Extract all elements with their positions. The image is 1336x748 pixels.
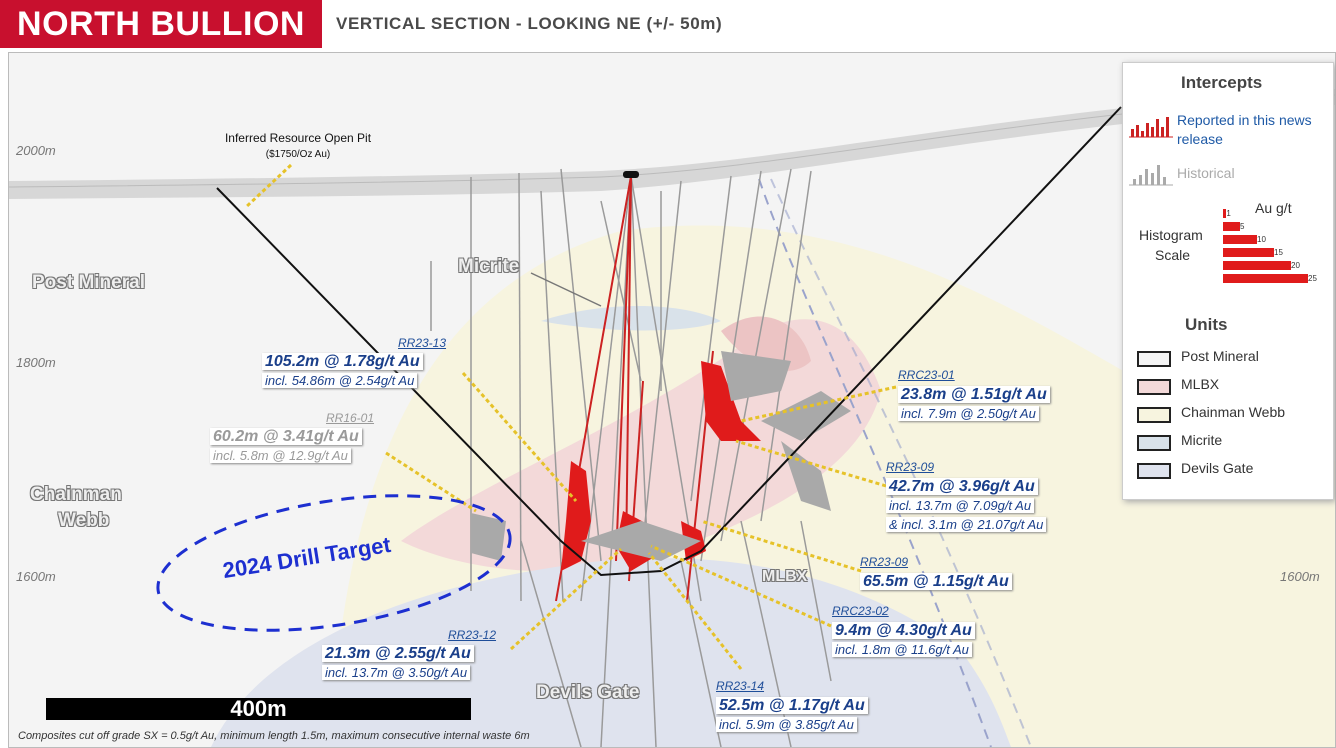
unit-label-micrite: Micrite <box>458 256 520 277</box>
legend-histogram-label: Histogram <box>1139 227 1203 243</box>
intercept-callout: RR23-09 65.5m @ 1.15g/t Au <box>860 552 1012 591</box>
intercept-hole-id: RRC23-01 <box>898 368 955 382</box>
intercept-callout: RRC23-01 23.8m @ 1.51g/t Au incl. 7.9m @… <box>898 365 1050 423</box>
intercept-callout: RR23-09 42.7m @ 3.96g/t Au incl. 13.7m @… <box>886 457 1047 534</box>
intercept-callout-historical: 60.2m @ 3.41g/t Au incl. 5.8m @ 12.9g/t … <box>210 427 362 465</box>
histogram-scale-value: 1 <box>1226 209 1231 218</box>
intercept-callout: 105.2m @ 1.78g/t Au incl. 54.86m @ 2.54g… <box>262 352 423 390</box>
histogram-scale-row: 15 <box>1223 248 1283 258</box>
historical-histogram-icon <box>1129 165 1173 186</box>
intercept-sub: incl. 1.8m @ 11.6g/t Au <box>832 642 972 657</box>
histogram-scale-bar <box>1223 274 1308 283</box>
legend-unit-swatch <box>1137 379 1171 395</box>
elevation-label-1600: 1600m <box>16 569 56 584</box>
intercept-sub: incl. 54.86m @ 2.54g/t Au <box>262 373 418 388</box>
scale-bar: 400m <box>46 698 471 720</box>
intercept-sub-2: & incl. 3.1m @ 21.07g/t Au <box>886 517 1047 532</box>
intercept-hole-id: RR23-09 <box>886 460 935 474</box>
histogram-scale-bar <box>1223 235 1257 244</box>
intercept-callout: RR23-12 <box>448 625 496 645</box>
legend-unit-label: Micrite <box>1181 432 1223 448</box>
intercept-hole-id: RR23-14 <box>716 679 765 693</box>
histogram-scale-value: 20 <box>1291 261 1300 270</box>
intercept-main: 105.2m @ 1.78g/t Au <box>262 353 423 370</box>
pit-note: Inferred Resource Open Pit ($1750/Oz Au) <box>198 131 398 162</box>
legend-intercepts-title: Intercepts <box>1181 73 1263 92</box>
histogram-scale-value: 5 <box>1240 222 1245 231</box>
unit-label-mlbx: MLBX <box>762 568 808 585</box>
intercept-main: 21.3m @ 2.55g/t Au <box>322 645 474 662</box>
intercept-main: 65.5m @ 1.15g/t Au <box>860 573 1012 590</box>
elevation-label-1800: 1800m <box>16 355 56 370</box>
micrite-unit <box>541 306 721 331</box>
histogram-scale-value: 25 <box>1308 274 1317 283</box>
intercept-callout-historical: RR16-01 <box>326 408 374 428</box>
legend-historical-label: Historical <box>1177 165 1235 181</box>
intercept-main: 9.4m @ 4.30g/t Au <box>832 622 975 639</box>
unit-label-post-mineral: Post Mineral <box>32 272 145 293</box>
legend-unit-label: Post Mineral <box>1181 348 1259 364</box>
intercept-sub: incl. 5.9m @ 3.85g/t Au <box>716 717 857 732</box>
legend-unit-swatch <box>1137 435 1171 451</box>
legend-scale-label: Scale <box>1155 247 1191 263</box>
histogram-scale-value: 10 <box>1257 235 1266 244</box>
histogram-scale-row: 1 <box>1223 209 1231 219</box>
section-subtitle: VERTICAL SECTION - LOOKING NE (+/- 50m) <box>336 14 723 33</box>
reported-histogram-icon <box>1129 117 1173 138</box>
histogram-scale-bar <box>1223 248 1274 257</box>
brand-title: NORTH BULLION <box>0 0 322 48</box>
footnote: Composites cut off grade SX = 0.5g/t Au,… <box>18 730 530 742</box>
intercept-hole-id: RR16-01 <box>326 411 375 425</box>
intercept-main: 52.5m @ 1.17g/t Au <box>716 697 868 714</box>
legend-unit-swatch <box>1137 407 1171 423</box>
intercept-hole-id: RR23-09 <box>860 555 909 569</box>
intercept-hole-id: RR23-13 <box>398 336 447 350</box>
legend-reported-label: Reported in this news release <box>1177 112 1312 147</box>
legend-unit-label: MLBX <box>1181 376 1220 392</box>
legend-au-unit: Au g/t <box>1255 200 1292 216</box>
unit-label-webb: Webb <box>58 510 110 531</box>
histogram-scale-row: 5 <box>1223 222 1244 232</box>
legend-unit-label: Devils Gate <box>1181 460 1254 476</box>
intercept-sub: incl. 13.7m @ 7.09g/t Au <box>886 498 1035 513</box>
legend-unit-swatch <box>1137 351 1171 367</box>
intercept-main: 60.2m @ 3.41g/t Au <box>210 428 362 445</box>
intercept-callout: RR23-13 <box>398 333 446 353</box>
pit-note-subtitle: ($1750/Oz Au) <box>265 149 331 160</box>
intercept-sub: incl. 5.8m @ 12.9g/t Au <box>210 448 351 463</box>
intercept-hole-id: RR23-12 <box>448 628 497 642</box>
elevation-label-1600-right: 1600m <box>1280 569 1320 584</box>
intercept-callout: RR23-14 52.5m @ 1.17g/t Au incl. 5.9m @ … <box>716 676 868 734</box>
histogram-scale-bar <box>1223 209 1227 218</box>
histogram-scale-bar <box>1223 222 1240 231</box>
legend-units-title: Units <box>1185 315 1228 334</box>
pit-note-title: Inferred Resource Open Pit <box>224 131 372 145</box>
intercept-callout: 21.3m @ 2.55g/t Au incl. 13.7m @ 3.50g/t… <box>322 644 474 682</box>
histogram-scale-value: 15 <box>1274 248 1283 257</box>
legend-unit-swatch <box>1137 463 1171 479</box>
histogram-scale-row: 25 <box>1223 274 1317 284</box>
intercept-callout: RRC23-02 9.4m @ 4.30g/t Au incl. 1.8m @ … <box>832 601 975 659</box>
geologic-section <box>9 53 1335 747</box>
section-canvas <box>8 52 1336 748</box>
unit-label-devils-gate: Devils Gate <box>536 682 640 703</box>
intercept-sub: incl. 7.9m @ 2.50g/t Au <box>898 406 1039 421</box>
intercept-hole-id: RRC23-02 <box>832 604 889 618</box>
legend-panel: Intercepts Reported in this news release… <box>1122 62 1334 500</box>
legend-unit-label: Chainman Webb <box>1181 404 1286 420</box>
histogram-scale-row: 20 <box>1223 261 1300 271</box>
elevation-label-2000: 2000m <box>16 143 56 158</box>
intercept-sub: incl. 13.7m @ 3.50g/t Au <box>322 665 471 680</box>
intercept-main: 42.7m @ 3.96g/t Au <box>886 478 1038 495</box>
histogram-scale-bar <box>1223 261 1291 270</box>
intercept-main: 23.8m @ 1.51g/t Au <box>898 386 1050 403</box>
unit-label-chainman: Chainman <box>30 484 122 505</box>
histogram-scale-row: 10 <box>1223 235 1266 245</box>
